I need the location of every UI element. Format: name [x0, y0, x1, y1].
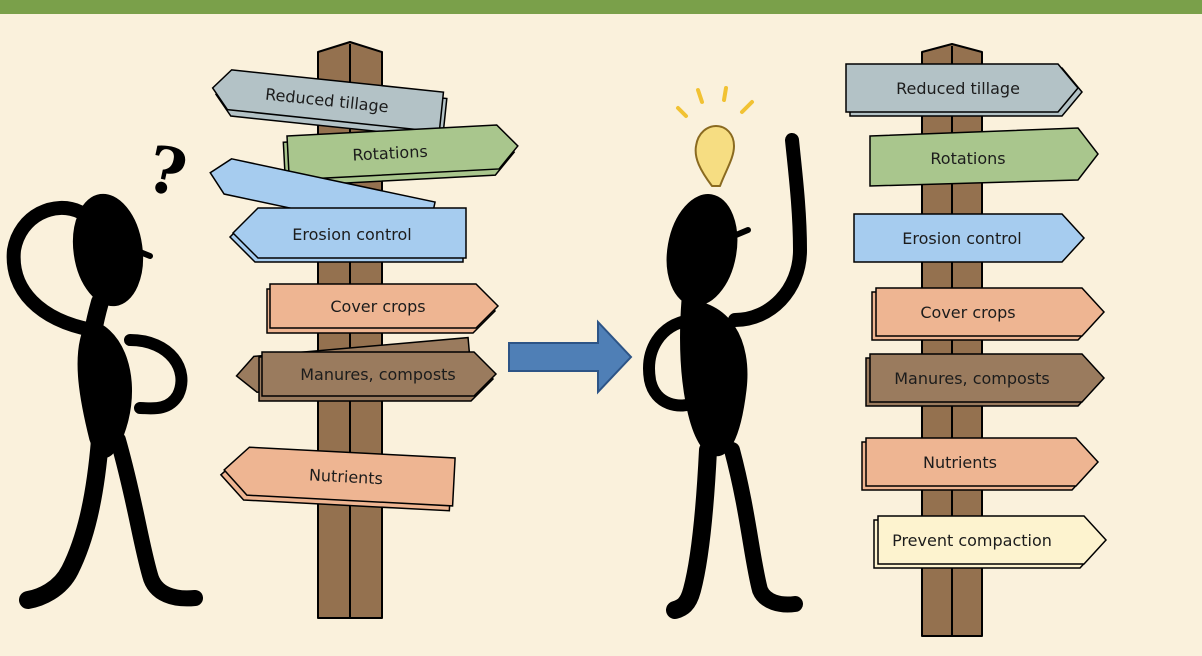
- confused-leg-left: [19, 431, 109, 609]
- right-signpost: Reduced tillage Rotations Erosion contro…: [845, 43, 1108, 637]
- right-sign-nutrients-label: Nutrients: [923, 453, 997, 472]
- right-sign-reduced-tillage: [845, 63, 1079, 113]
- confused-leg-right: [110, 432, 203, 607]
- left-sign-cover-crops: [269, 283, 500, 329]
- left-sign-manures-composts: [261, 351, 498, 397]
- confused-head: [72, 193, 144, 307]
- right-sign-manures-composts-label: Manures, composts: [894, 369, 1050, 388]
- right-sign-erosion-control-label: Erosion control: [902, 229, 1021, 248]
- enlightened-leg-left: [666, 441, 717, 619]
- confused-arm-hip: [124, 334, 188, 415]
- enlightened-leg-right: [724, 442, 803, 613]
- left-sign-nutrients: [223, 446, 456, 507]
- right-sign-cover-crops-label: Cover crops: [920, 303, 1015, 322]
- left-sign-erosion-control: [231, 207, 467, 259]
- right-sign-cover-crops: [875, 287, 1106, 337]
- right-sign-erosion-control: [853, 213, 1086, 263]
- transition-arrow: [508, 319, 633, 395]
- right-sign-prevent-compaction-label: Prevent compaction: [892, 531, 1052, 550]
- confused-figure: ?: [6, 131, 203, 609]
- left-sign-manures-composts-label: Manures, composts: [300, 365, 456, 384]
- left-sign-reduced-tillage: [211, 69, 445, 133]
- confused-arm-raised: [6, 201, 99, 337]
- right-sign-rotations: [869, 127, 1099, 187]
- lightbulb-icon: [676, 86, 754, 187]
- confused-nose: [127, 245, 153, 259]
- enlightened-arm-raised: [728, 133, 807, 327]
- enlightened-arm-hip: [643, 314, 702, 412]
- top-bar: [0, 0, 1202, 14]
- right-sign-prevent-compaction: [877, 515, 1108, 565]
- left-sign-nutrients-label: Nutrients: [309, 465, 384, 488]
- left-sign-rotations-label: Rotations: [352, 142, 428, 165]
- confused-body: [77, 319, 132, 458]
- left-sign-erosion-control-label: Erosion control: [292, 225, 411, 244]
- right-sign-nutrients: [865, 437, 1100, 487]
- enlightened-nose: [721, 227, 751, 243]
- left-sign-cover-crops-label: Cover crops: [330, 297, 425, 316]
- left-signpost: Reduced tillage Rotations Erosion contro…: [209, 41, 519, 619]
- right-sign-rotations-label: Rotations: [930, 149, 1005, 168]
- enlightened-figure: [643, 86, 807, 619]
- right-sign-manures-composts: [869, 353, 1106, 403]
- right-sign-reduced-tillage-label: Reduced tillage: [896, 79, 1020, 98]
